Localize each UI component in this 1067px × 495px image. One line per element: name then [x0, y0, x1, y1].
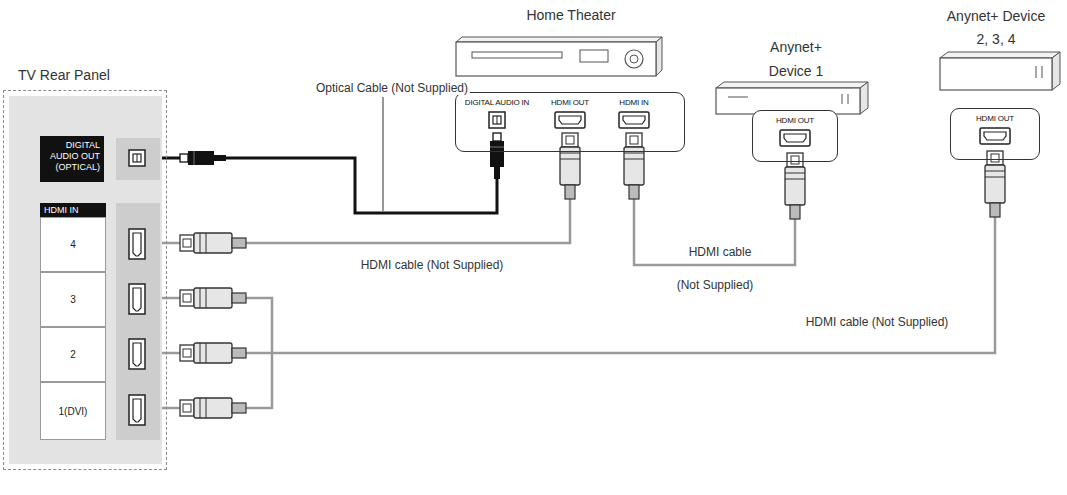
- hdmi-port: [780, 130, 810, 146]
- cable: [106, 151, 995, 353]
- device-panel: Anynet+ Device 1HDMI OUT: [752, 110, 838, 162]
- optical-plug: [180, 151, 226, 165]
- port-text: 1(DVI): [59, 406, 88, 417]
- device-panel: Anynet+ Device 2, 3, 4HDMI OUT: [950, 108, 1040, 160]
- port-group: HDMI IN 4 3 2 1(DVI): [40, 203, 106, 440]
- cable-label: Optical Cable (Not Supplied): [314, 81, 470, 95]
- port-label: HDMI OUT: [769, 115, 821, 153]
- device-heading: TV Rear Panel: [18, 67, 148, 84]
- hdmi-plug: [180, 233, 246, 253]
- tv-rear-panel: TV Rear PanelDIGITAL AUDIO OUT (OPTICAL)…: [3, 90, 167, 470]
- hdmi-plug: [180, 288, 246, 308]
- port-text: 3: [70, 294, 76, 305]
- port-text: HDMI IN: [614, 97, 654, 109]
- port-label: DIGITAL AUDIO OUT (OPTICAL): [40, 136, 104, 182]
- port-text: HDMI OUT: [772, 115, 818, 127]
- hdmi-port: [619, 112, 649, 128]
- optical-port: [489, 112, 505, 128]
- port-text: HDMI OUT: [548, 97, 592, 109]
- hdmi-port: [980, 128, 1010, 144]
- port-text: 4: [70, 239, 76, 250]
- hdmi-port: [129, 229, 145, 259]
- device-panel: Home TheaterDIGITAL AUDIO INHDMI OUTHDMI…: [455, 92, 685, 152]
- device-heading: Home Theater: [491, 7, 651, 24]
- note-label: (Not Supplied): [675, 278, 756, 292]
- port-text: 2: [70, 349, 76, 360]
- hdmi-port: [129, 395, 145, 425]
- port-strip: [116, 203, 160, 440]
- port-number: 1(DVI): [40, 382, 106, 440]
- optical-plug: [490, 133, 504, 179]
- hdmi-plug: [785, 153, 805, 219]
- cable: [104, 133, 497, 213]
- hdmi-port: [129, 339, 145, 369]
- port-strip: [116, 138, 160, 180]
- hdmi-plug: [624, 133, 644, 199]
- leader-line: [383, 97, 384, 211]
- port-text: HDMI IN: [40, 203, 106, 217]
- hdmi-plug: [180, 343, 246, 363]
- hdmi-plug: [180, 398, 246, 418]
- port-label: DIGITAL AUDIO IN: [461, 97, 533, 133]
- tv-panel-ground: [9, 96, 162, 464]
- hdmi-port: [555, 112, 585, 128]
- port-number: 2: [40, 327, 106, 382]
- cable: [106, 133, 570, 243]
- port-number: 3: [40, 272, 106, 327]
- optical-port: [129, 150, 145, 166]
- port-text: DIGITAL AUDIO IN: [464, 97, 530, 109]
- hdmi-plug: [985, 151, 1005, 217]
- port-number: 4: [40, 217, 106, 272]
- device-heading: Anynet+ Device 2, 3, 4: [942, 5, 1050, 51]
- port-text: DIGITAL AUDIO OUT (OPTICAL): [44, 140, 100, 173]
- port-label: HDMI OUT: [545, 97, 595, 133]
- cable-label: HDMI cable (Not Supplied): [359, 258, 506, 272]
- hdmi-plug: [560, 133, 580, 199]
- port-label: HDMI OUT: [969, 113, 1021, 151]
- cable-label: HDMI cable: [687, 245, 754, 259]
- device-heading: Anynet+ Device 1: [761, 35, 831, 83]
- home-theater-body: [456, 37, 662, 76]
- cable-label: HDMI cable (Not Supplied): [804, 315, 951, 329]
- port-text: HDMI OUT: [972, 113, 1018, 125]
- hdmi-port: [129, 284, 145, 314]
- device-body: [940, 52, 1060, 90]
- port-label: HDMI IN: [611, 97, 657, 133]
